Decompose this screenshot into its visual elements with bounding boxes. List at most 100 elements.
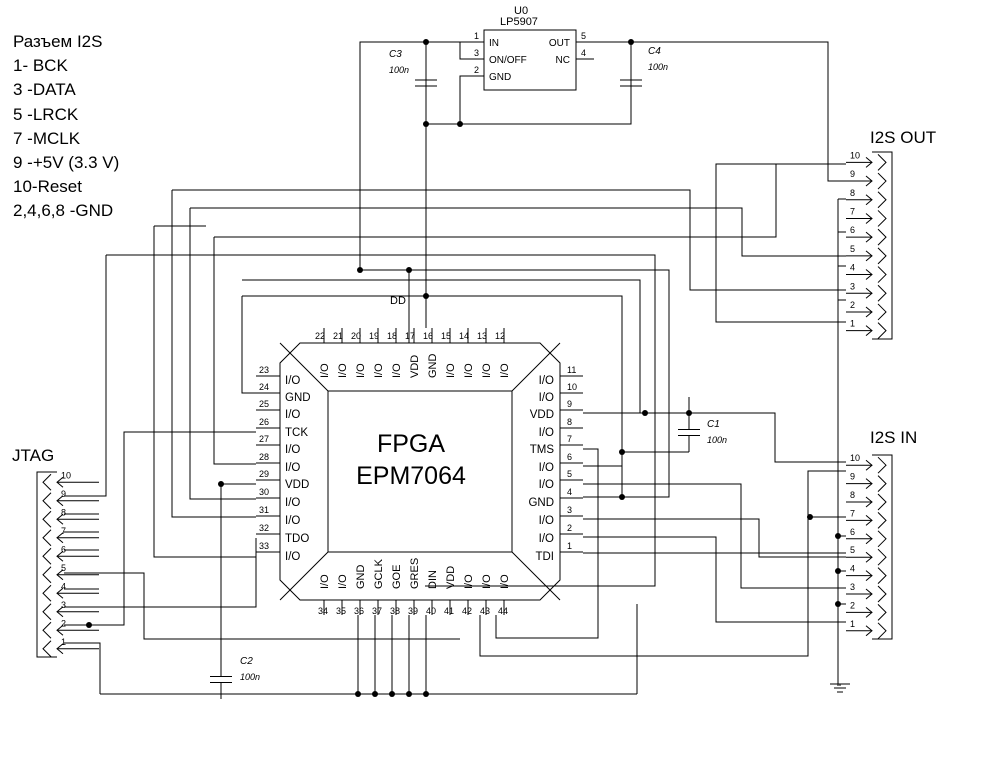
wire (190, 207, 846, 257)
pin-label: I/O (285, 462, 300, 474)
net-label-dd: DD (390, 295, 406, 307)
pin-chevron (877, 548, 887, 566)
pin-label: I/O (481, 363, 493, 378)
pin-number: 10 (850, 150, 860, 160)
pin-number: 10 (61, 470, 71, 480)
pin-chevron (877, 303, 887, 321)
pin-number: 42 (462, 606, 472, 616)
pin-chevron (865, 551, 873, 563)
pin-chevron (42, 547, 52, 565)
junction-dot (218, 481, 224, 487)
pin-number: 5 (850, 545, 855, 555)
pin-number: 39 (408, 606, 418, 616)
pin-number: 10 (850, 453, 860, 463)
pin-number: 3 (850, 582, 855, 592)
pin-chevron (865, 213, 873, 224)
pin-number: 25 (259, 399, 269, 409)
pin-chevron (42, 640, 52, 658)
pin-chevron (42, 621, 52, 639)
pin-number: 4 (850, 263, 855, 273)
pin-number: 9 (850, 472, 855, 482)
pin-label: GND (528, 497, 554, 509)
pin-chevron (42, 510, 52, 528)
pin-chevron (877, 247, 887, 265)
wire (715, 163, 846, 323)
pin-number: 4 (850, 564, 855, 574)
pin-number: 33 (259, 541, 269, 551)
pin-label: VDD (409, 355, 421, 378)
pin-number: 40 (426, 606, 436, 616)
pin-number: 30 (259, 487, 269, 497)
legend-line: 1- BCK (13, 56, 68, 76)
fpga-title: FPGA (377, 430, 445, 458)
wire (241, 296, 256, 394)
pin-number: 6 (567, 452, 572, 462)
pin-number: 5 (850, 244, 855, 254)
wire (213, 237, 256, 465)
pin-label: I/O (319, 574, 331, 589)
junction-dot (355, 691, 361, 697)
pin-label: I/O (373, 363, 385, 378)
pin-label: I/O (539, 427, 554, 439)
pin-label: GND (355, 565, 367, 590)
pin-number: 19 (369, 331, 379, 341)
pin-label: I/O (481, 574, 493, 589)
connector-body (872, 151, 893, 340)
pin-number: 28 (259, 452, 269, 462)
pin-chevron (865, 306, 873, 318)
pin-label: OUT (549, 38, 570, 49)
regulator-part: LP5907 (500, 16, 538, 28)
pin-number: 2 (474, 65, 479, 75)
wire (594, 41, 846, 182)
pin-number: 4 (61, 581, 66, 591)
pin-number: 5 (61, 563, 66, 573)
pin-label: GOE (391, 565, 403, 589)
junction-dot (406, 691, 412, 697)
pin-chevron (877, 191, 887, 209)
pin-number: 29 (259, 469, 269, 479)
wire (495, 448, 599, 639)
pin-number: 38 (390, 606, 400, 616)
pin-label: I/O (285, 497, 300, 509)
wire (220, 483, 256, 660)
cap-ref: C4 (648, 46, 661, 57)
pin-number: 3 (567, 505, 572, 515)
pin-number: 17 (405, 331, 415, 341)
wire (583, 536, 846, 623)
pin-number: 31 (259, 505, 269, 515)
pin-number: 8 (567, 417, 572, 427)
pin-number: 44 (498, 606, 508, 616)
regulator-body (483, 29, 577, 91)
junction-dot (619, 449, 625, 455)
junction-dot (619, 494, 625, 500)
pin-number: 20 (351, 331, 361, 341)
pin-number: 34 (318, 606, 328, 616)
pin-label: I/O (285, 375, 300, 387)
pin-chevron (56, 550, 64, 562)
wire (426, 75, 484, 125)
wire (89, 431, 256, 626)
pin-number: 3 (850, 281, 855, 291)
wire (459, 42, 484, 60)
pin-label: GND (489, 72, 511, 83)
legend-line: 10-Reset (13, 177, 82, 197)
pin-chevron (42, 603, 52, 621)
connector-title: I2S OUT (870, 128, 936, 147)
legend-line: 9 -+5V (3.3 V) (13, 153, 120, 173)
pin-chevron (877, 493, 887, 511)
pin-label: DIN (427, 570, 439, 589)
junction-dot (807, 514, 813, 520)
pin-number: 26 (259, 417, 269, 427)
junction-dot (389, 691, 395, 697)
pin-number: 2 (850, 300, 855, 310)
wire (359, 41, 484, 270)
pin-label: I/O (539, 479, 554, 491)
pin-label: TCK (285, 427, 308, 439)
legend-line: 2,4,6,8 -GND (13, 201, 114, 221)
legend-line: 5 -LRCK (13, 104, 79, 124)
wire (153, 226, 256, 558)
pin-number: 21 (333, 331, 343, 341)
